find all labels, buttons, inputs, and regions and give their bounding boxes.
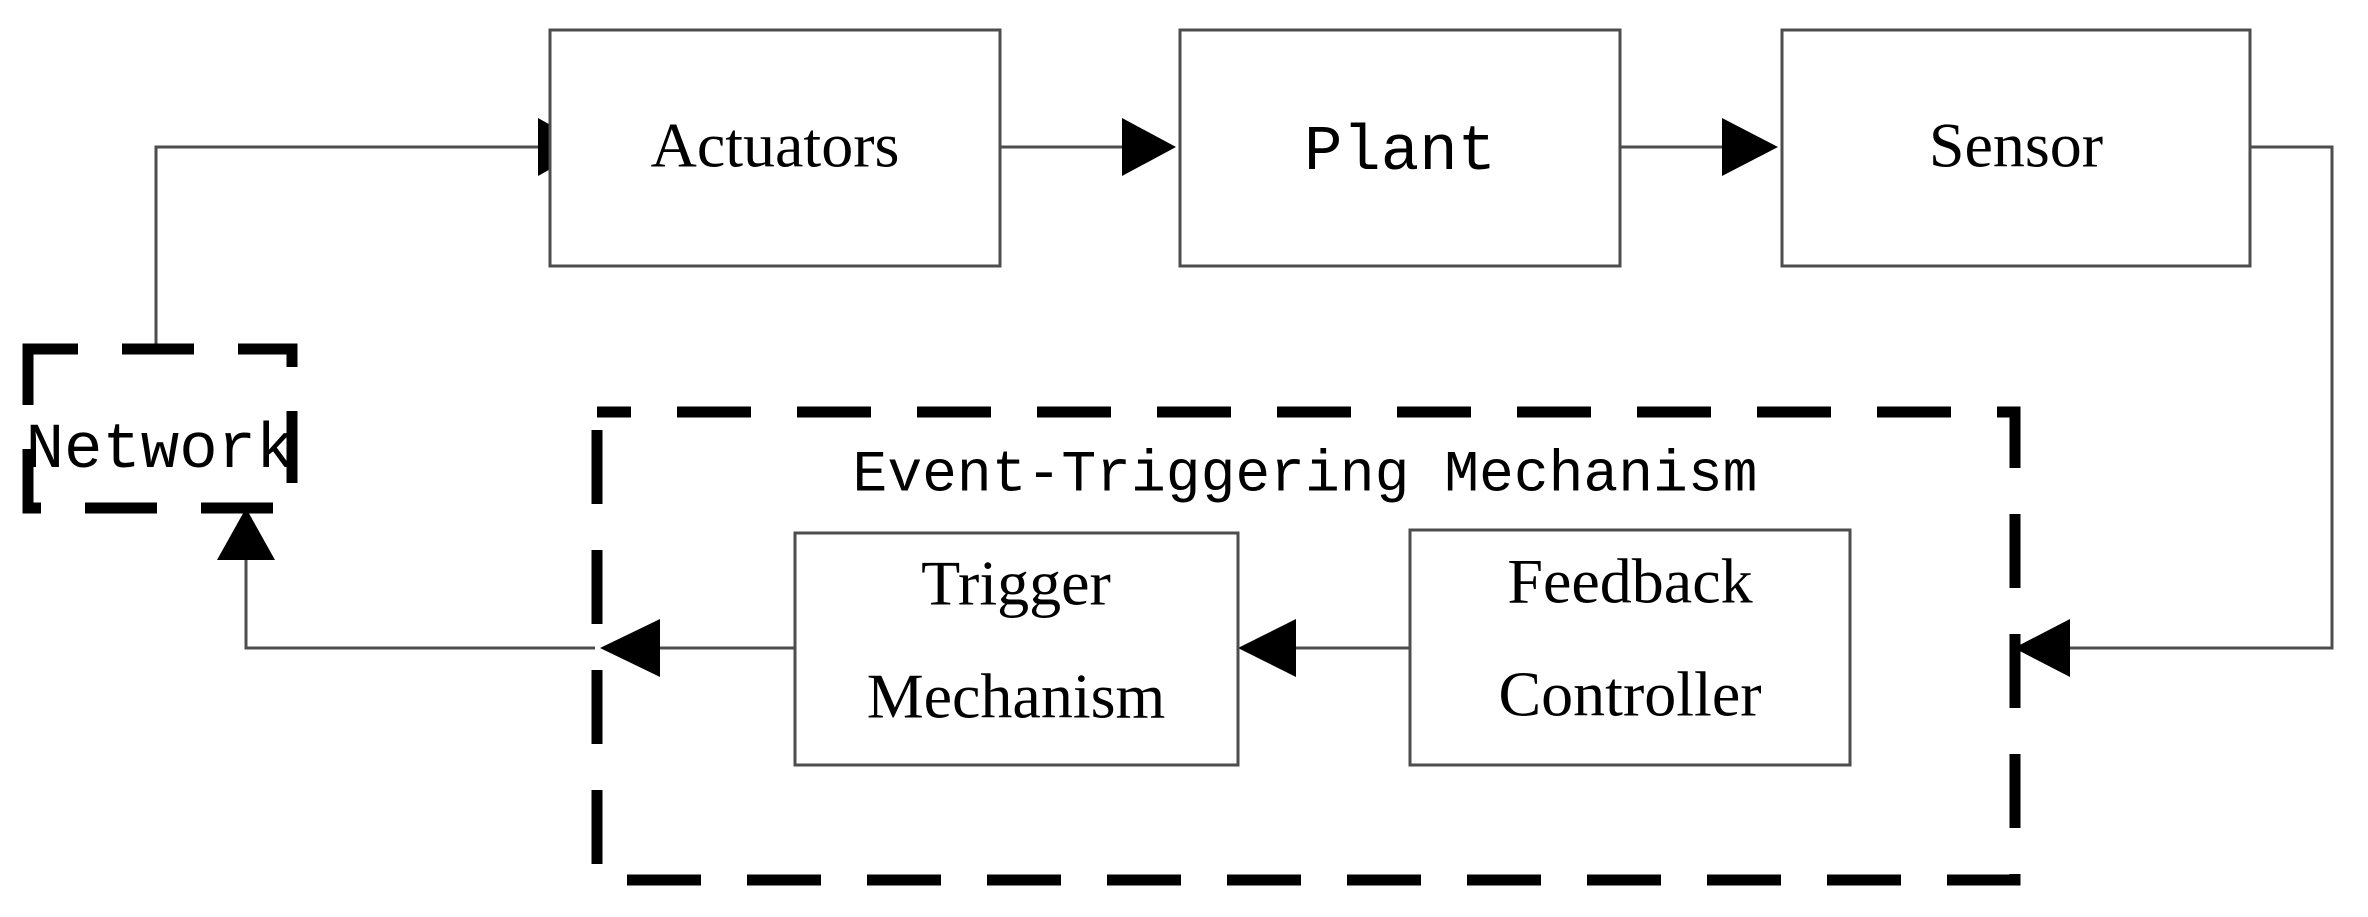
arrowhead-into-network (217, 508, 275, 560)
feedback-controller-label-line2: Controller (1498, 659, 1761, 730)
trigger-mechanism-box[interactable] (793, 531, 1240, 767)
plant-box[interactable] (1178, 28, 1622, 268)
connector-network-to-actuators (154, 145, 538, 345)
arrowhead-out-of-etm-left (600, 619, 660, 677)
etm-title-label: Event-Triggering Mechanism (853, 443, 1758, 508)
plant-label: Plant (1304, 117, 1496, 189)
sensor-box[interactable] (1780, 28, 2252, 268)
actuators-label: Actuators (651, 110, 900, 181)
arrowhead-into-plant (1122, 118, 1176, 176)
actuators-box[interactable] (548, 28, 1002, 268)
feedback-controller-box[interactable] (1408, 528, 1852, 767)
etm-dashed-border (591, 406, 2021, 886)
connector-etm-to-network (244, 560, 595, 650)
feedback-controller-label-line1: Feedback (1507, 546, 1752, 617)
network-dashed-border (22, 343, 298, 514)
arrowhead-into-etm-right (2014, 619, 2070, 677)
connector-sensor-to-etm (2070, 145, 2334, 650)
sensor-label: Sensor (1929, 110, 2103, 181)
network-label: Network (26, 415, 295, 487)
arrowhead-into-sensor (1722, 118, 1778, 176)
trigger-mechanism-label-line2: Mechanism (867, 661, 1166, 732)
trigger-mechanism-label-line1: Trigger (921, 548, 1111, 619)
arrowhead-into-trigger-mechanism (1238, 619, 1296, 677)
